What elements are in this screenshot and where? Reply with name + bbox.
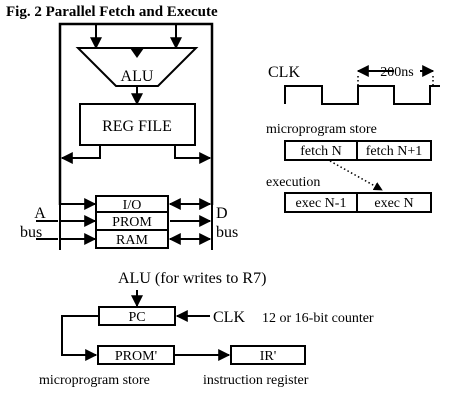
io-label: I/O <box>123 198 142 213</box>
exec-n-minus-1-label: exec N-1 <box>296 196 347 211</box>
ir2-label: IR' <box>260 349 277 364</box>
alu-block <box>75 47 199 87</box>
clk-label: CLK <box>268 64 300 81</box>
microprogram-store-label: microprogram store <box>266 122 377 137</box>
execution-label: execution <box>266 175 320 190</box>
a-bus-label-bus: bus <box>20 224 42 241</box>
fetch-n1-label: fetch N+1 <box>366 144 423 159</box>
ir2-block <box>230 345 306 365</box>
counter-note: 12 or 16-bit counter <box>262 311 374 326</box>
regfile-out-left-wire <box>60 145 101 164</box>
ram-label: RAM <box>116 233 148 248</box>
period-label: 200ns <box>380 65 413 80</box>
prom-label: PROM <box>112 215 152 230</box>
pc-label: PC <box>128 310 145 325</box>
clock-waveform <box>284 85 440 105</box>
d-bus-label-d: D <box>216 205 228 222</box>
prom2-caption: microprogram store <box>39 373 150 388</box>
figure-title: Fig. 2 Parallel Fetch and Execute <box>6 4 218 20</box>
outer-bus-loop <box>58 22 214 205</box>
regfile-out-right-wire <box>174 145 212 164</box>
reg-file-label: REG FILE <box>102 118 172 135</box>
reg-file-block <box>79 103 196 146</box>
d-bus-label-bus: bus <box>216 224 238 241</box>
pc-to-prom2-wire <box>61 315 99 361</box>
alu-label: ALU <box>121 68 154 85</box>
fetch-to-exec-arrow <box>329 160 383 191</box>
fetch-n-label: fetch N <box>300 144 342 159</box>
ir2-caption: instruction register <box>203 373 309 388</box>
prom2-label: PROM' <box>115 349 157 364</box>
exec-n-block <box>356 192 432 213</box>
alu-notch <box>130 48 144 58</box>
a-bus-label-a: A <box>34 205 46 222</box>
exec-n-label: exec N <box>374 196 413 211</box>
fetch-n1-block <box>356 140 432 161</box>
pc-clk-label: CLK <box>213 309 245 326</box>
alu-writes-note: ALU (for writes to R7) <box>118 270 266 287</box>
